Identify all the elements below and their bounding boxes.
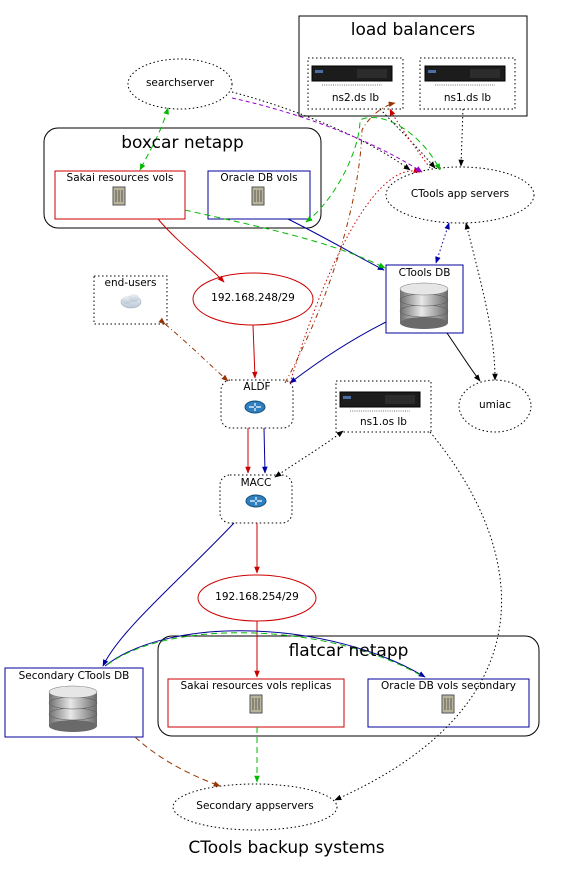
secondary-appservers-node[interactable] xyxy=(172,783,338,831)
secondary-appservers-label: Secondary appservers xyxy=(196,800,314,812)
edge-secondarydb-oracle-green xyxy=(106,632,423,677)
load-balancers-title: load balancers xyxy=(350,20,476,40)
edge-net248-to-aldf xyxy=(251,324,258,379)
edge-appservers-to-ns2-red xyxy=(389,108,431,169)
edge-search-to-appservers xyxy=(231,91,411,171)
ns1-ds-lb-node[interactable] xyxy=(419,57,516,110)
edge-search-to-appservers-purple xyxy=(231,97,423,173)
server-rack-icon xyxy=(339,391,421,412)
edge-oracle-to-appservers-green xyxy=(305,116,441,223)
oracle-secondary-node[interactable] xyxy=(367,678,530,728)
searchserver-label: searchserver xyxy=(145,77,215,89)
edge-macc-to-ns1os xyxy=(274,430,344,478)
cloud-icon xyxy=(120,294,142,309)
sakai-replicas-node[interactable] xyxy=(167,678,345,728)
macc-node[interactable] xyxy=(219,474,293,524)
edge-appservers-to-ctoolsdb xyxy=(435,222,450,264)
router-icon xyxy=(244,400,266,414)
sakai-replicas-label: Sakai resources vols replicas xyxy=(180,680,332,692)
oracle-secondary-label: Oracle DB vols secondary xyxy=(381,680,516,692)
ns2-ds-lb-node[interactable] xyxy=(307,57,404,110)
ctools-db-node[interactable] xyxy=(385,264,464,334)
edge-search-to-sakai xyxy=(139,107,169,171)
edge-secondarydb-oracle-blue xyxy=(104,630,426,678)
net-254-label: 192.168.254/29 xyxy=(215,591,299,603)
server-rack-icon xyxy=(311,65,393,86)
edge-enduser-to-aldf xyxy=(158,317,229,382)
diagram-caption: CTools backup systems xyxy=(188,838,385,858)
edge-ns1os-to-secondaryapp xyxy=(334,431,503,801)
sakai-resources-vols-label: Sakai resources vols xyxy=(66,172,174,184)
edge-appservers-to-umiac xyxy=(464,222,498,381)
edge-aldf-to-ns1ds-red xyxy=(289,167,421,384)
net-248-label: 192.168.248/29 xyxy=(211,292,295,304)
storage-tower-icon xyxy=(441,694,455,714)
router-icon xyxy=(245,494,267,508)
umiac-label: umiac xyxy=(478,399,511,411)
ns1-os-lb-label: ns1.os lb xyxy=(360,416,407,428)
edge-aldf-to-macc-blue xyxy=(262,427,268,474)
flatcar-netapp-title: flatcar netapp xyxy=(288,641,409,661)
edge-ctoolsdb-to-aldf xyxy=(289,321,387,384)
aldf-node[interactable] xyxy=(220,379,294,429)
storage-tower-icon xyxy=(249,694,263,714)
secondary-ctools-db-label: Secondary CTools DB xyxy=(18,670,130,682)
edge-ctoolsdb-to-umiac xyxy=(446,332,481,382)
edge-macc-to-secondary-db xyxy=(102,522,235,667)
edge-secondarydb-to-secondaryapp xyxy=(134,736,221,787)
edge-ns1-to-appservers xyxy=(458,108,465,167)
end-users-node[interactable] xyxy=(93,275,168,325)
ns1-os-lb-node[interactable] xyxy=(335,380,432,433)
ctools-db-label: CTools DB xyxy=(398,267,451,279)
edge-aldf-to-lb-brown xyxy=(284,101,396,384)
oracle-db-vols-label: Oracle DB vols xyxy=(220,172,298,184)
server-rack-icon xyxy=(424,65,506,86)
end-users-label: end-users xyxy=(104,277,157,289)
edge-sakai-to-ctoolsdb-green xyxy=(184,209,386,269)
ctools-app-servers-label: CTools app servers xyxy=(410,188,510,200)
edge-sakai-to-net248 xyxy=(157,218,225,283)
searchserver-node[interactable] xyxy=(127,58,233,110)
ns1-ds-lb-label: ns1.ds lb xyxy=(443,92,492,104)
database-icon xyxy=(399,282,449,329)
ns2-ds-lb-label: ns2.ds lb xyxy=(331,92,380,104)
load-balancers-cluster xyxy=(298,15,528,117)
macc-label: MACC xyxy=(240,477,272,489)
database-icon xyxy=(48,685,98,732)
edge-oracle-to-ctoolsdb xyxy=(287,218,385,271)
sakai-resources-vols-node[interactable] xyxy=(54,170,186,220)
storage-tower-icon xyxy=(112,186,126,206)
umiac-node[interactable] xyxy=(458,379,532,433)
aldf-label: ALDF xyxy=(243,381,271,393)
edge-ns2-to-appservers xyxy=(379,108,436,169)
secondary-ctools-db-node[interactable] xyxy=(4,667,144,738)
flatcar-netapp-cluster xyxy=(157,635,540,737)
storage-tower-icon xyxy=(251,186,265,206)
boxcar-netapp-title: boxcar netapp xyxy=(121,133,244,153)
